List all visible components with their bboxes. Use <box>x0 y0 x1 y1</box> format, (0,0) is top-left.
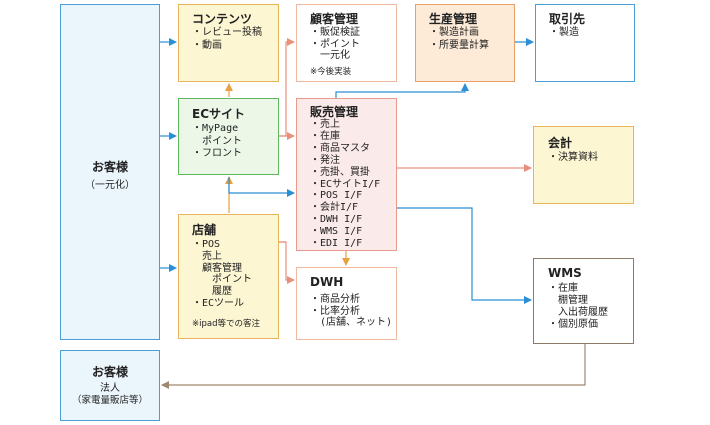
production-box: 生産管理 ・製造計画 ・所要量計算 <box>415 4 515 82</box>
store-title: 店舗 <box>192 223 217 237</box>
corporate-customer-line2: （家電量販店等） <box>71 395 148 406</box>
store-box: 店舗 ・POS 売上 顧客管理 ポイント 履歴 ・ECツール ※ipad等での客… <box>178 214 279 339</box>
dwh-box: DWH ・商品分析 ・比率分析 (店舗、ネット) <box>296 267 397 340</box>
customer-box: お客様 （一元化） <box>60 4 160 340</box>
wms-box: WMS ・在庫 棚管理 入出荷履歴 ・個別原価 <box>533 258 634 344</box>
sales-items: ・売上 ・在庫 ・商品マスタ ・発注 ・売掛、買掛 ・ECサイトI/F ・POS… <box>310 119 381 250</box>
sales-box: 販売管理 ・売上 ・在庫 ・商品マスタ ・発注 ・売掛、買掛 ・ECサイトI/F… <box>296 98 397 251</box>
dwh-title: DWH <box>310 275 344 289</box>
arrow-sales-production <box>335 83 469 98</box>
customer-title: お客様 <box>91 160 128 174</box>
arrow-sales-wms <box>397 207 532 304</box>
contents-title: コンテンツ <box>192 12 253 26</box>
store-note: ※ipad等での客注 <box>192 319 260 329</box>
crm-note: ※今後実装 <box>310 67 352 77</box>
arrow-bus-dwh <box>278 241 295 284</box>
arrow-ec-sales <box>228 177 295 197</box>
dwh-items: ・商品分析 ・比率分析 (店舗、ネット) <box>310 294 393 328</box>
accounting-box: 会計 ・決算資料 <box>533 126 634 204</box>
corporate-customer-line1: 法人 <box>100 383 120 394</box>
ec-site-title: ECサイト <box>192 107 246 121</box>
supplier-title: 取引先 <box>549 12 586 26</box>
arrow-wms-corporate <box>161 344 586 389</box>
supplier-items: ・製造 <box>549 27 579 38</box>
accounting-items: ・決算資料 <box>548 152 598 163</box>
crm-box: 顧客管理 ・販促検証 ・ポイント 一元化 ※今後実装 <box>296 4 397 82</box>
production-items: ・製造計画 ・所要量計算 <box>429 27 489 51</box>
contents-box: コンテンツ ・レビュー投稿 ・動画 <box>178 4 279 82</box>
corporate-customer-title: お客様 <box>91 365 128 379</box>
sales-title: 販売管理 <box>310 105 359 119</box>
supplier-box: 取引先 ・製造 <box>535 4 635 82</box>
ec-site-box: ECサイト ・MyPage ポイント ・フロント <box>178 98 279 175</box>
crm-title: 顧客管理 <box>310 12 359 26</box>
contents-items: ・レビュー投稿 ・動画 <box>192 27 262 51</box>
customer-subtitle: （一元化） <box>85 180 135 191</box>
corporate-customer-box: お客様 法人 （家電量販店等） <box>60 350 160 421</box>
wms-title: WMS <box>548 266 582 280</box>
accounting-title: 会計 <box>548 136 573 150</box>
store-items: ・POS 売上 顧客管理 ポイント 履歴 ・ECツール <box>192 239 252 309</box>
ec-site-items: ・MyPage ポイント ・フロント <box>192 123 242 159</box>
arrow-bus-crm <box>278 38 295 137</box>
production-title: 生産管理 <box>429 12 478 26</box>
wms-items: ・在庫 棚管理 入出荷履歴 ・個別原価 <box>548 283 608 330</box>
crm-items: ・販促検証 ・ポイント 一元化 <box>310 27 360 61</box>
